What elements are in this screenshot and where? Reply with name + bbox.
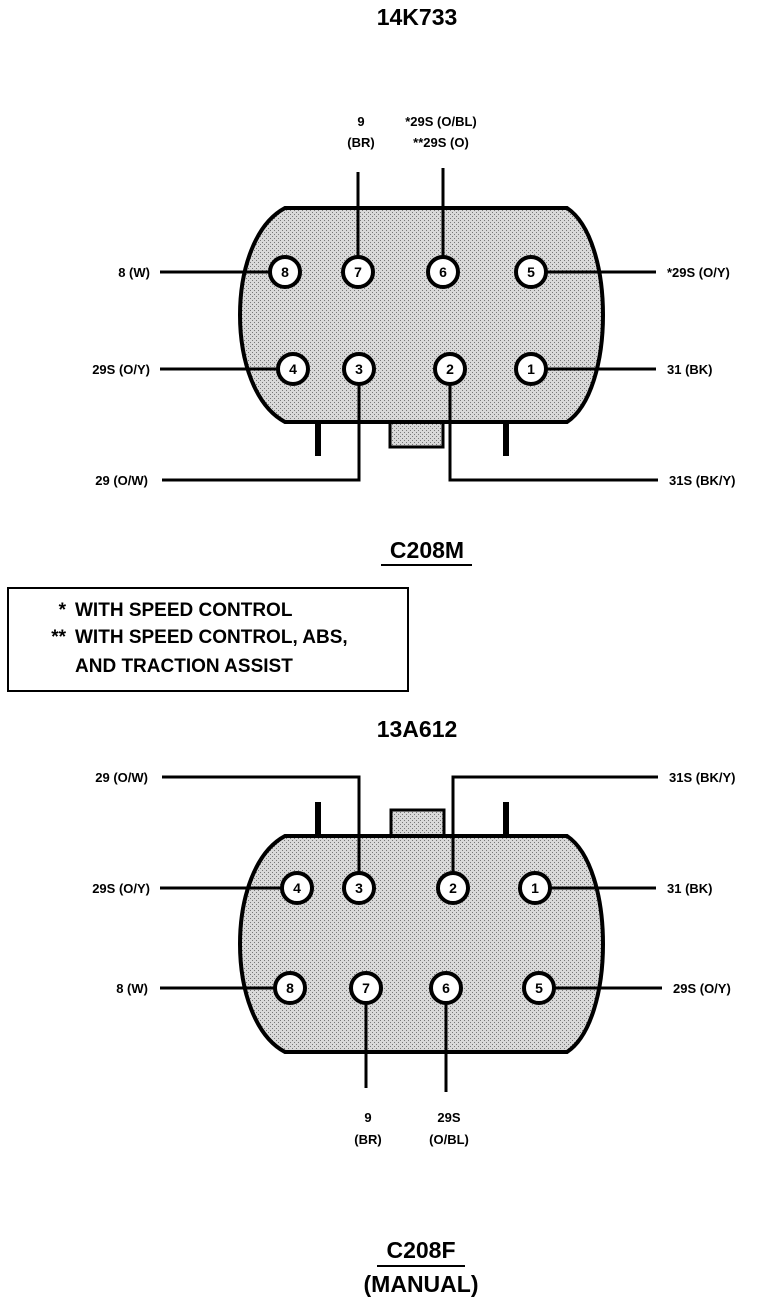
bottom-label-pin2: 31S (BK/Y)	[669, 770, 735, 785]
svg-text:1: 1	[531, 880, 539, 896]
top-connector-id: C208M	[390, 537, 464, 563]
svg-text:8: 8	[286, 980, 294, 996]
bottom-post-left	[315, 802, 321, 836]
bottom-pin-1: 1	[518, 871, 552, 905]
bottom-label-pin5: 29S (O/Y)	[673, 981, 731, 996]
top-pin-7: 7	[341, 255, 375, 289]
legend-text-1: WITH SPEED CONTROL	[75, 600, 293, 621]
bottom-pin-2: 2	[436, 871, 470, 905]
svg-text:6: 6	[442, 980, 450, 996]
bottom-pin-3: 3	[342, 871, 376, 905]
top-part-number: 14K733	[377, 4, 458, 30]
bottom-wire-labels: 29 (O/W) 31S (BK/Y) 29S (O/Y) 31 (BK) 8 …	[92, 770, 735, 1147]
bottom-wires	[160, 775, 662, 1092]
top-label-pin3: 29 (O/W)	[95, 473, 148, 488]
top-label-pin6-a: *29S (O/BL)	[405, 114, 477, 129]
svg-text:8: 8	[281, 264, 289, 280]
top-label-pin1: 31 (BK)	[667, 362, 713, 377]
svg-text:4: 4	[293, 880, 301, 896]
legend-text-3: AND TRACTION ASSIST	[75, 656, 293, 677]
top-pin-5: 5	[514, 255, 548, 289]
top-label-pin5: *29S (O/Y)	[667, 265, 730, 280]
bottom-pin-8: 8	[273, 971, 307, 1005]
svg-text:6: 6	[439, 264, 447, 280]
svg-text:7: 7	[362, 980, 370, 996]
top-key-tab	[388, 420, 445, 449]
top-pin-8: 8	[268, 255, 302, 289]
bottom-pin-4: 4	[280, 871, 314, 905]
bottom-part-number: 13A612	[377, 716, 458, 742]
bottom-label-pin6-color: (O/BL)	[429, 1132, 469, 1147]
svg-text:3: 3	[355, 880, 363, 896]
bottom-label-pin4: 29S (O/Y)	[92, 881, 150, 896]
bottom-label-pin7-color: (BR)	[354, 1132, 381, 1147]
legend-box: * WITH SPEED CONTROL ** WITH SPEED CONTR…	[7, 587, 409, 692]
bottom-housing	[238, 834, 605, 1054]
bottom-pin-6: 6	[429, 971, 463, 1005]
top-label-pin8: 8 (W)	[118, 265, 150, 280]
top-label-pin7-num: 9	[357, 114, 364, 129]
bottom-pin-5: 5	[522, 971, 556, 1005]
svg-text:3: 3	[355, 361, 363, 377]
svg-text:2: 2	[449, 880, 457, 896]
bottom-label-pin8: 8 (W)	[116, 981, 148, 996]
top-pins: 8 7 6 5 4 3 2 1	[268, 255, 548, 386]
bottom-connector	[238, 802, 605, 1054]
bottom-key-tab	[389, 808, 446, 838]
top-label-pin7-color: (BR)	[347, 135, 374, 150]
top-pin-2: 2	[433, 352, 467, 386]
bottom-post-right	[503, 802, 509, 836]
top-pin-4: 4	[276, 352, 310, 386]
top-post-left	[315, 422, 321, 456]
top-wire-labels: 9 (BR) *29S (O/BL) **29S (O) 8 (W) *29S …	[92, 114, 735, 488]
top-label-pin2: 31S (BK/Y)	[669, 473, 735, 488]
legend-text-2: WITH SPEED CONTROL, ABS,	[75, 627, 348, 648]
svg-text:5: 5	[527, 264, 535, 280]
legend-mark-1: *	[59, 600, 67, 621]
bottom-connector-sub: (MANUAL)	[364, 1271, 479, 1297]
legend-mark-2: **	[51, 627, 66, 648]
top-pin-3: 3	[342, 352, 376, 386]
top-housing	[238, 206, 605, 424]
svg-text:1: 1	[527, 361, 535, 377]
bottom-connector-id: C208F	[386, 1237, 455, 1263]
top-wires	[160, 168, 658, 482]
bottom-pin-7: 7	[349, 971, 383, 1005]
svg-text:5: 5	[535, 980, 543, 996]
svg-text:4: 4	[289, 361, 297, 377]
top-connector	[238, 206, 605, 456]
svg-text:2: 2	[446, 361, 454, 377]
top-pin-1: 1	[514, 352, 548, 386]
bottom-label-pin1: 31 (BK)	[667, 881, 713, 896]
bottom-pins: 4 3 2 1 8 7 6 5	[273, 871, 556, 1005]
bottom-label-pin7-num: 9	[364, 1110, 371, 1125]
bottom-label-pin6-num: 29S	[437, 1110, 460, 1125]
top-pin-6: 6	[426, 255, 460, 289]
bottom-label-pin3: 29 (O/W)	[95, 770, 148, 785]
top-post-right	[503, 422, 509, 456]
top-label-pin4: 29S (O/Y)	[92, 362, 150, 377]
svg-text:7: 7	[354, 264, 362, 280]
top-label-pin6-b: **29S (O)	[413, 135, 469, 150]
